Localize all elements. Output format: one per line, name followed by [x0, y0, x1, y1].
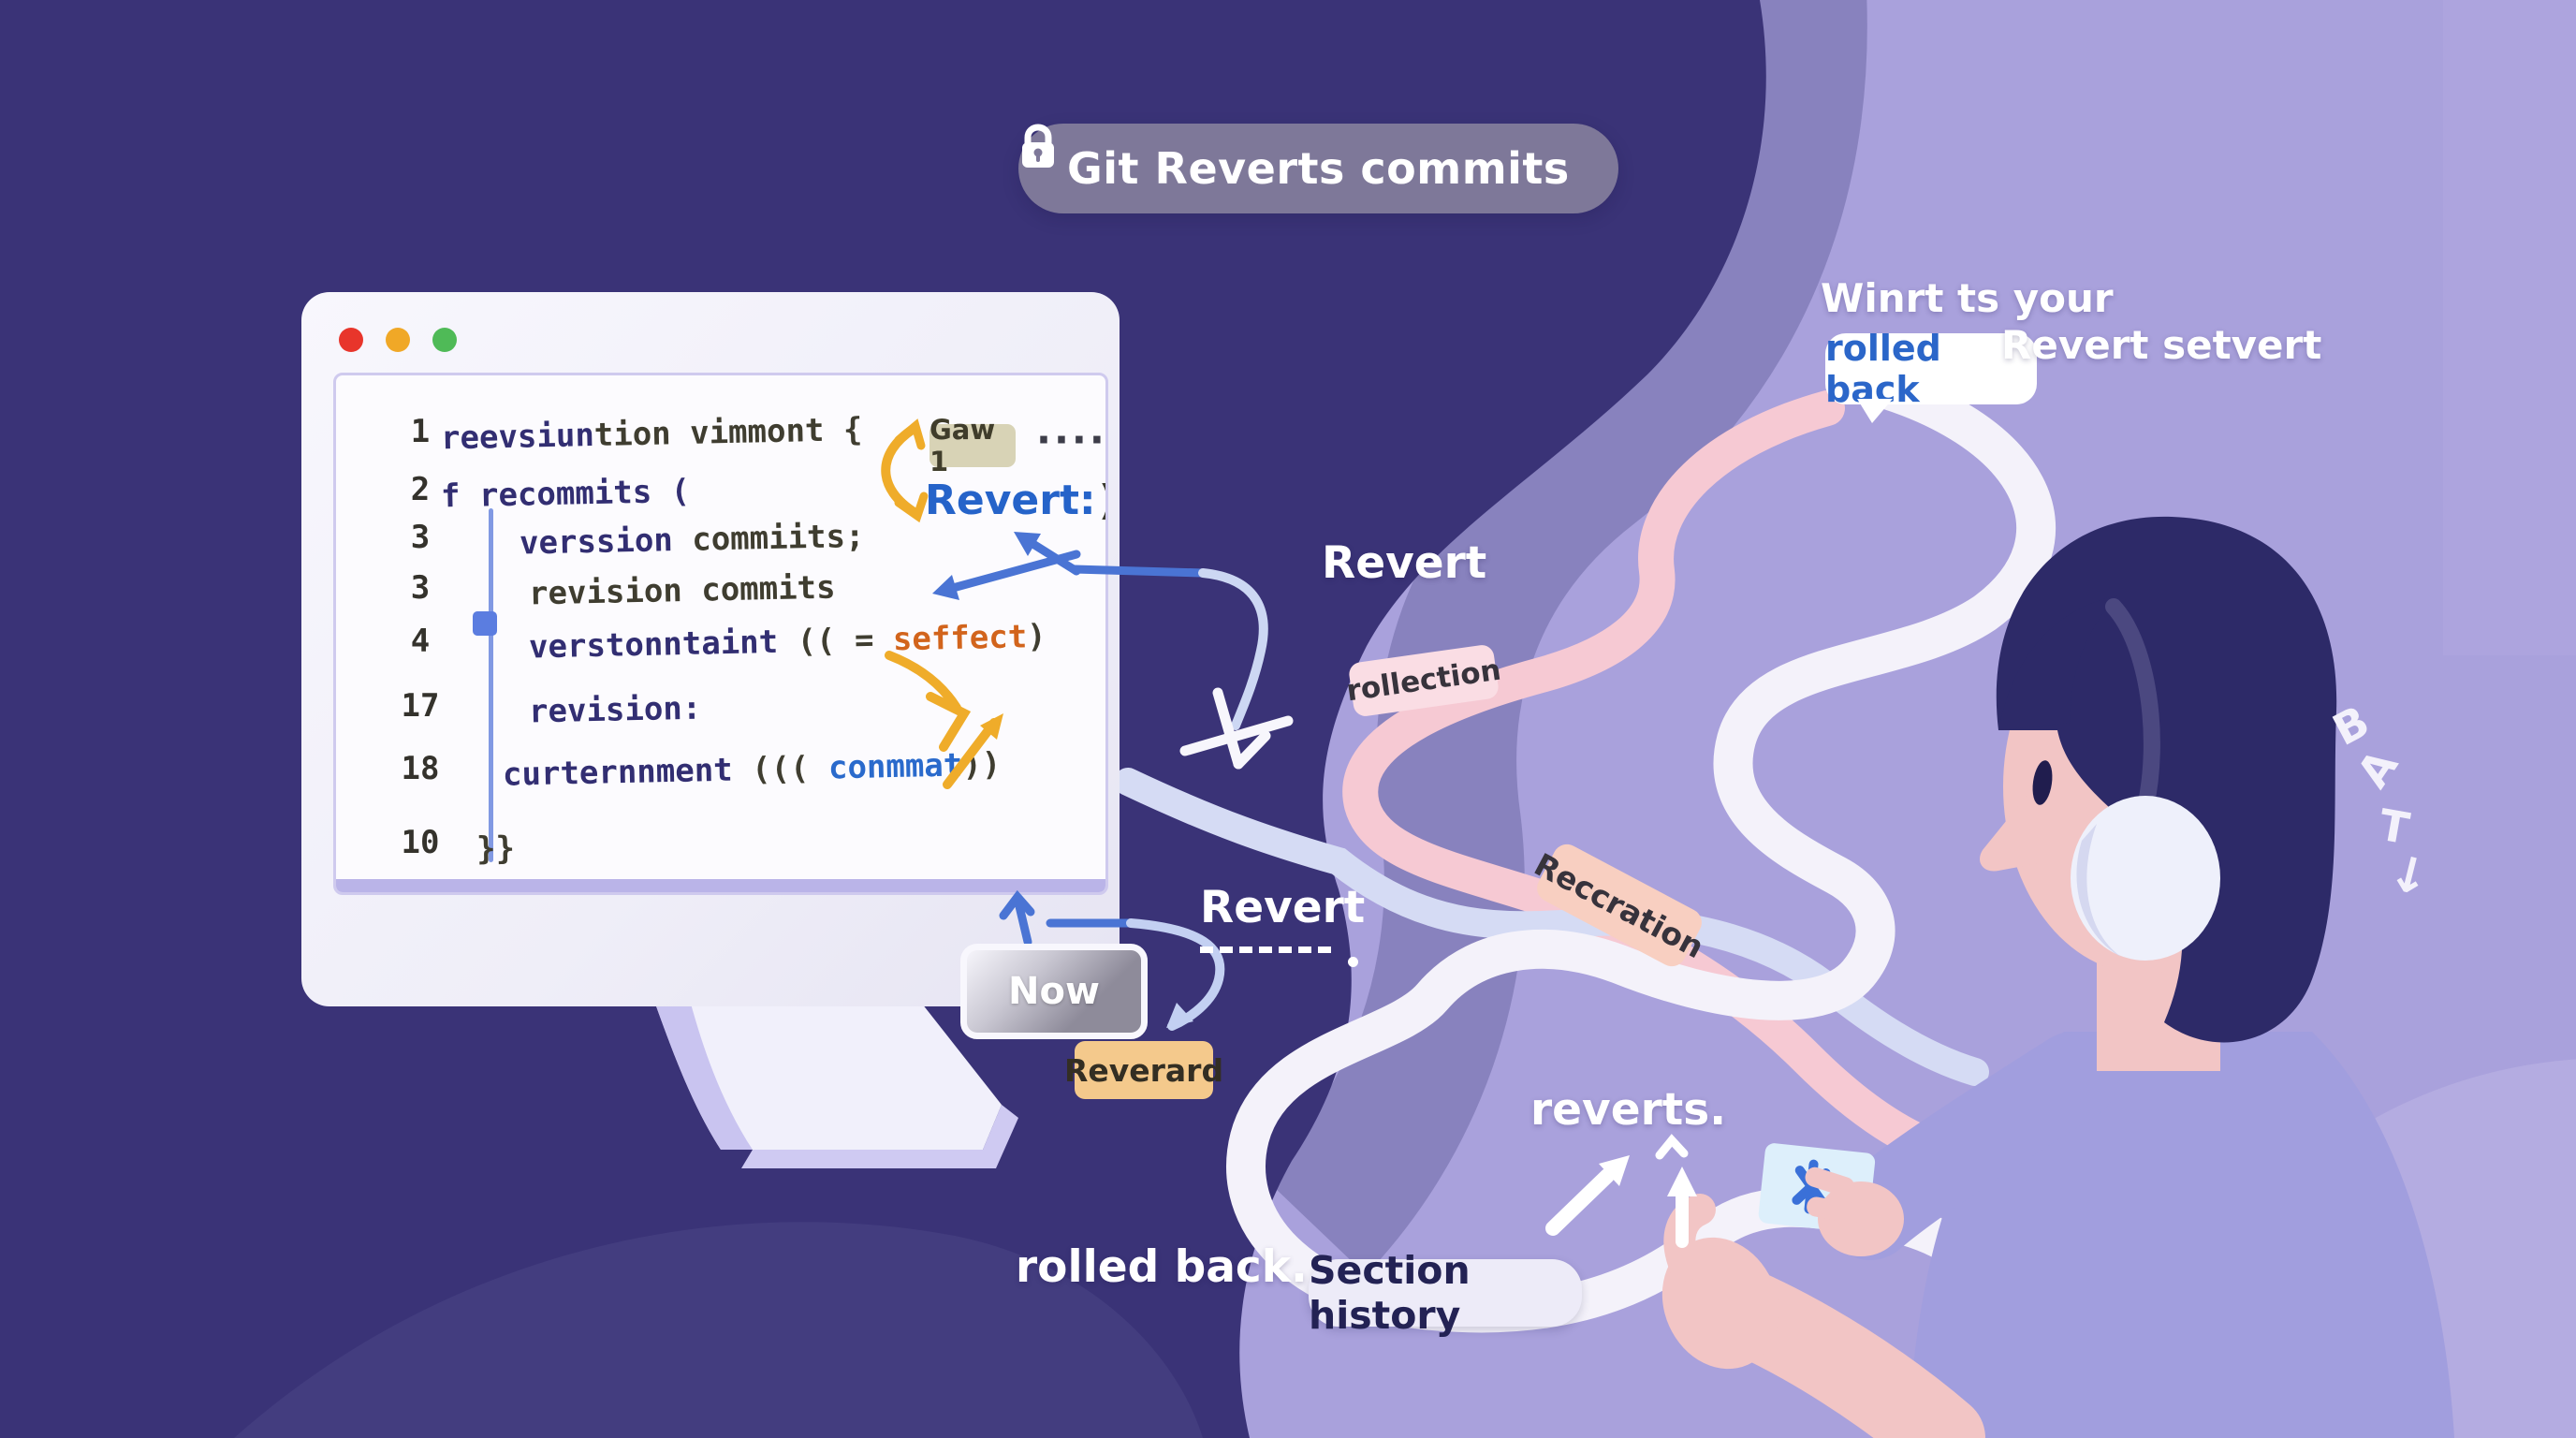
line-number: 18 — [401, 750, 440, 787]
code-revert-annotation: Revert:)); — [925, 477, 1105, 524]
code-segment: conmmat — [827, 746, 963, 787]
monitor-stand-edge — [655, 1004, 753, 1150]
ribbon-blue — [1114, 768, 1989, 1086]
code-segment: (( = — [777, 621, 894, 661]
background-dark-band — [234, 1222, 1203, 1438]
code-line: 1 reevsiuntion vimmont { — [336, 411, 1105, 458]
reverard-badge: Reverard — [1064, 1041, 1223, 1099]
code-segment: commiits; — [672, 517, 865, 560]
revert-dashed-text: Revert — [1200, 882, 1366, 933]
line-number: 1 — [410, 413, 431, 450]
headphone-earcup-icon — [2071, 796, 2220, 961]
code-text: curternnment ((( conmmat)) — [502, 743, 1105, 794]
code-lines: 1 reevsiuntion vimmont { 2 f recommits (… — [336, 375, 1105, 892]
background-right-strip — [2443, 0, 2576, 655]
background-mid-band — [1264, 0, 1867, 1275]
ribbon-pink — [1342, 390, 1974, 1174]
person-finger — [1805, 1167, 1855, 1197]
now-button-label: Now — [1008, 970, 1100, 1013]
code-segment: tion vimmont { — [593, 411, 863, 455]
headphone-earcup-shade — [2076, 824, 2121, 957]
code-text: verstonntaint (( = seffect) — [528, 617, 1105, 667]
title-text: Git Reverts commits — [1067, 143, 1570, 194]
code-segment: verstonntaint — [528, 623, 779, 667]
person-eye — [2032, 760, 2053, 805]
code-line: 18 curternnment ((( conmmat)) — [336, 746, 1105, 794]
dashed-underline — [1200, 946, 1331, 953]
code-segment: ((( — [732, 749, 829, 789]
now-button[interactable]: Now — [960, 944, 1148, 1039]
code-line: 2 f recommits ( — [336, 471, 1105, 516]
code-segment: revision: — [528, 689, 702, 731]
code-line: 3 verssion commiits; — [336, 517, 1105, 563]
code-line: 4 verstonntaint (( = seffect) — [336, 611, 1105, 666]
code-segment: revision commits — [528, 568, 836, 613]
code-segment: ) — [1026, 617, 1047, 656]
line-number: 4 — [410, 623, 431, 660]
gaw-dots: ······ — [1036, 417, 1107, 462]
screen-bottom-strip — [336, 879, 1105, 892]
code-segment: }} — [476, 829, 516, 869]
code-text: }} — [476, 817, 1105, 869]
code-text: revision: — [528, 682, 1105, 731]
lock-icon — [1022, 124, 1054, 168]
scribble-letter: ↓ — [2382, 844, 2437, 909]
code-segment: f recommits ( — [440, 472, 691, 516]
code-line: 17 revision: — [336, 687, 1105, 730]
code-segment: verssion — [519, 521, 674, 563]
dash-dot — [1348, 957, 1358, 967]
title-pill: Git Reverts commits — [1018, 124, 1618, 213]
revert-label: Revert — [1322, 537, 1487, 589]
rolled-back-text: rolled back. — [1016, 1241, 1308, 1293]
person-right-hand — [1818, 1181, 1904, 1256]
window-minimize-button[interactable] — [386, 328, 410, 352]
line-number: 2 — [410, 471, 431, 508]
code-text: revision commits — [528, 564, 1105, 613]
line-number: 3 — [410, 519, 431, 556]
person-illustration — [1661, 516, 2454, 1438]
person-nose — [1980, 796, 2039, 872]
editor-indent-guide — [489, 508, 493, 862]
code-segment: )) — [961, 745, 1002, 785]
section-history-badge: Section history — [1309, 1248, 1582, 1338]
reverts-text: reverts. — [1530, 1084, 1727, 1136]
scribble-letter: T — [2375, 799, 2413, 855]
rolled-back-bubble: rolled back — [1825, 328, 2037, 423]
code-line: 10 }} — [336, 824, 1105, 868]
code-segment: curternnment — [502, 751, 734, 794]
person-hair-front — [1998, 595, 2117, 730]
code-segment: reevsiun — [440, 417, 595, 458]
editor-screen: 1 reevsiuntion vimmont { 2 f recommits (… — [333, 373, 1108, 895]
code-revert-rest: )); — [1096, 477, 1105, 524]
code-revert-keyword: Revert: — [925, 477, 1096, 524]
line-number: 10 — [401, 824, 440, 861]
question-text: Winrt ts your — [1821, 275, 2114, 321]
revert-dashed-label: Revert — [1200, 882, 1366, 967]
person-finger — [1807, 1196, 1863, 1224]
window-maximize-button[interactable] — [432, 328, 457, 352]
code-segment: seffect — [892, 618, 1028, 659]
monitor-stand — [655, 1004, 1002, 1150]
monitor-window: 1 reevsiuntion vimmont { 2 f recommits (… — [301, 292, 1120, 1006]
gaw-badge: Gaw 1 — [929, 414, 1016, 477]
monitor-stand-base — [741, 1105, 1018, 1168]
code-line: 3 revision commits — [336, 569, 1105, 613]
line-number: 3 — [410, 569, 431, 607]
headphone-band-icon — [2105, 598, 2160, 815]
window-close-button[interactable] — [339, 328, 363, 352]
revert-setvert-text: Revert setvert — [2001, 322, 2322, 368]
line-number: 17 — [401, 687, 440, 725]
